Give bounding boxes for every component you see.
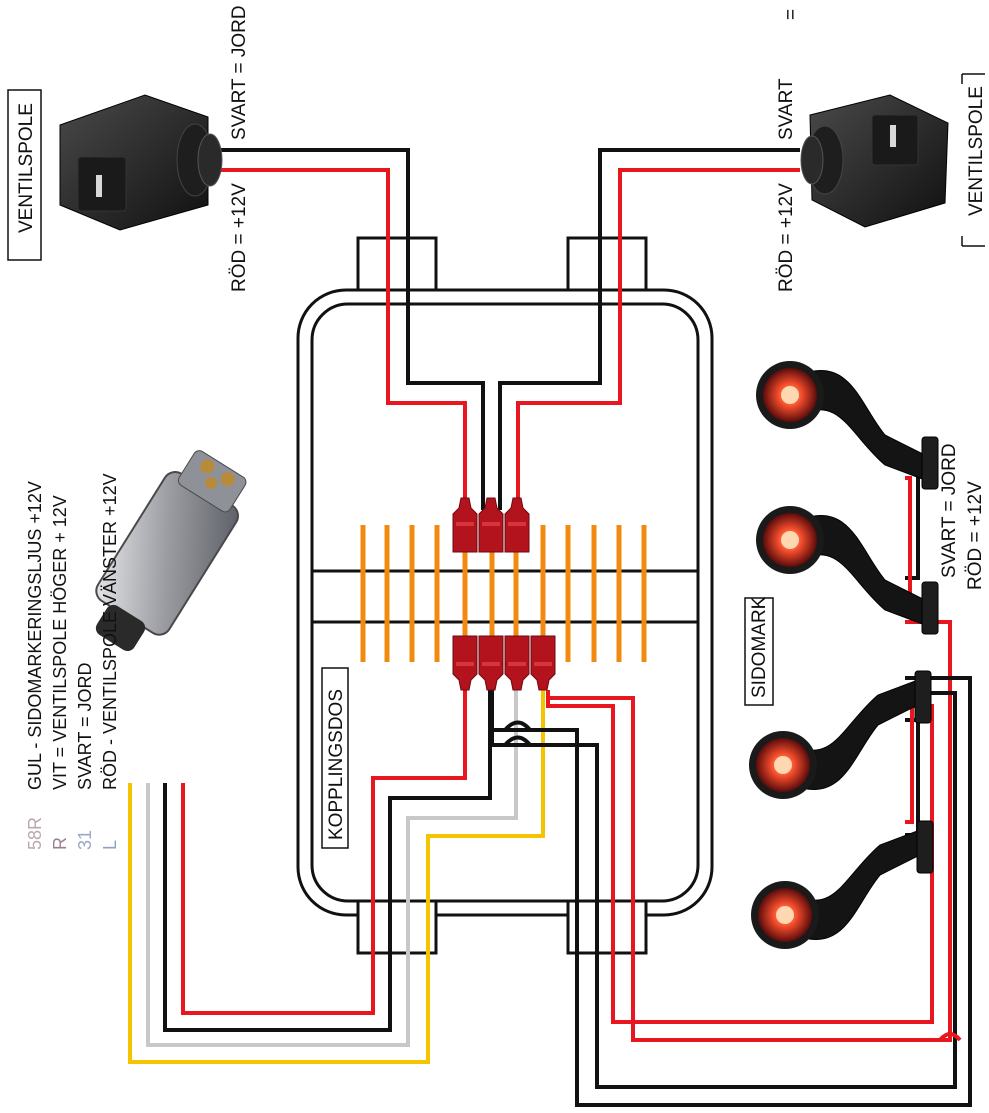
legend-pin-1: R <box>50 837 70 850</box>
connectors <box>452 497 556 691</box>
svart-jord-left-label: SVART = JORD <box>229 5 250 140</box>
sidomark-svart-label: SVART = JORD <box>939 443 960 578</box>
legend-line-2: SVART = JORD <box>75 662 95 790</box>
kopplingsdos-label: KOPPLINGSDOS <box>326 689 347 840</box>
legend-line-0: GUL - SIDOMARKERINGSLJUS +12V <box>25 481 45 790</box>
gland-bottom-left <box>356 899 438 955</box>
kopplingsdos-box <box>321 667 349 849</box>
valve-coil-left <box>59 94 223 231</box>
sidomark-label: SIDOMARK <box>749 596 770 698</box>
ventilspole-left-label: VENTILSPOLE <box>16 103 37 233</box>
ventilspole-left-box <box>7 89 42 261</box>
wire-marker-red-2 <box>546 698 934 1024</box>
rod-left-label: RÖD = +12V <box>229 183 250 292</box>
trailer-plug-7pin <box>95 450 247 652</box>
wire-plug-black <box>163 690 492 1032</box>
valve-coil-right <box>800 94 949 228</box>
legend-pin-2: 31 <box>75 830 95 850</box>
wire-marker-jumper-red-bot <box>905 705 914 824</box>
spade-connector <box>504 497 530 553</box>
side-marker-lamp <box>756 506 939 635</box>
spade-connector <box>452 635 478 691</box>
legend-line-1: VIT = VENTILSPOLE HÖGER + 12V <box>50 495 70 790</box>
junction-box-inner <box>310 302 700 903</box>
svart-right-label: SVART <box>776 78 797 140</box>
wire-crossover-black <box>490 690 560 747</box>
labels: VENTILSPOLE SVART = JORD RÖD = +12V SVAR… <box>7 5 987 850</box>
ventilspole-right-box <box>961 73 985 247</box>
legend-pin-3: L <box>100 840 120 850</box>
wire-plug-white <box>146 690 518 1047</box>
side-markers <box>749 361 939 949</box>
wire-right-coil-black <box>498 148 800 510</box>
ventilspole-right-label: VENTILSPOLE <box>966 86 987 216</box>
side-marker-lamp <box>751 820 934 949</box>
wire-marker-black-2 <box>492 676 972 1107</box>
junction-box <box>296 236 714 955</box>
spade-connector <box>530 635 556 691</box>
sidomark-box <box>744 597 774 706</box>
wire-marker-black-out <box>492 691 957 1089</box>
spade-connector <box>478 635 504 691</box>
wires <box>128 148 972 1107</box>
wire-plug-yellow <box>128 690 545 1064</box>
gland-top-left <box>356 236 438 292</box>
wire-left-coil-red <box>210 168 467 510</box>
sidomark-rod-label: RÖD = +12V <box>965 481 986 590</box>
gland-top-right <box>566 236 648 292</box>
legend-line-3: RÖD - VENTILSPOLE VÄNSTER +12V <box>100 473 120 790</box>
legend-pin-0: 58R <box>25 817 45 850</box>
side-marker-lamp <box>756 361 939 490</box>
wire-crossover-black-b <box>503 720 560 732</box>
rod-right-label: RÖD = +12V <box>776 183 797 292</box>
wire-right-coil-red <box>516 168 800 510</box>
spade-connector <box>504 635 530 691</box>
wire-left-coil-black <box>210 148 485 510</box>
wire-hop-bump <box>938 1032 962 1042</box>
legend: GUL - SIDOMARKERINGSLJUS +12V VIT = VENT… <box>25 473 120 850</box>
spade-connector <box>452 497 478 553</box>
top-right-mark: = <box>781 9 802 20</box>
junction-box-outer <box>296 288 714 917</box>
spade-connector <box>478 497 504 553</box>
wire-plug-red <box>181 690 467 1015</box>
side-marker-lamp <box>749 670 932 799</box>
